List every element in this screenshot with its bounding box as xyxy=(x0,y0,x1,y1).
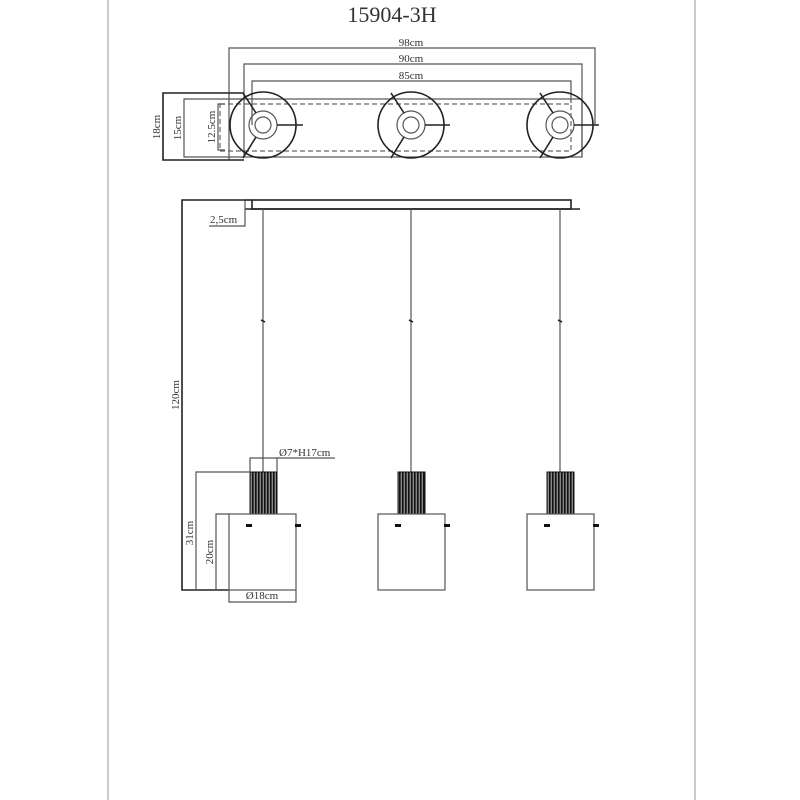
dim-15cm: 15cm xyxy=(172,115,184,140)
shade-2 xyxy=(377,513,446,591)
cords xyxy=(260,209,563,472)
dim-18cm: 18cm xyxy=(151,114,163,139)
canopy-inner-outline xyxy=(219,103,572,152)
front-view: 2,5cm 120cm Ø7*H17cm 31cm 20 xyxy=(170,199,599,603)
top-view: 98cm 90cm 85cm 18cm 15cm 12.5cm xyxy=(151,37,599,161)
dim-18cm-diameter: Ø18cm xyxy=(246,590,279,602)
canopy-outline xyxy=(243,98,583,158)
socket-1 xyxy=(249,471,278,515)
dim-12-5cm: 12.5cm xyxy=(206,110,218,143)
shade-top-3 xyxy=(526,91,599,159)
dim-85cm: 85cm xyxy=(399,70,424,82)
shade-top-2 xyxy=(377,91,450,159)
dim-120cm: 120cm xyxy=(170,380,182,410)
dim-90cm: 90cm xyxy=(399,53,424,65)
shade-3 xyxy=(526,513,595,591)
dim-31cm: 31cm xyxy=(184,520,196,545)
dim-20cm: 20cm xyxy=(204,539,216,564)
socket-3 xyxy=(546,471,575,515)
shade-top-1 xyxy=(229,91,303,159)
dim-2-5cm: 2,5cm xyxy=(210,214,238,226)
dim-98cm: 98cm xyxy=(399,37,424,49)
shade-1 xyxy=(228,513,297,591)
canopy xyxy=(251,199,572,210)
dim-socket: Ø7*H17cm xyxy=(279,447,331,459)
socket-2 xyxy=(397,471,426,515)
model-title: 15904-3H xyxy=(347,2,436,27)
